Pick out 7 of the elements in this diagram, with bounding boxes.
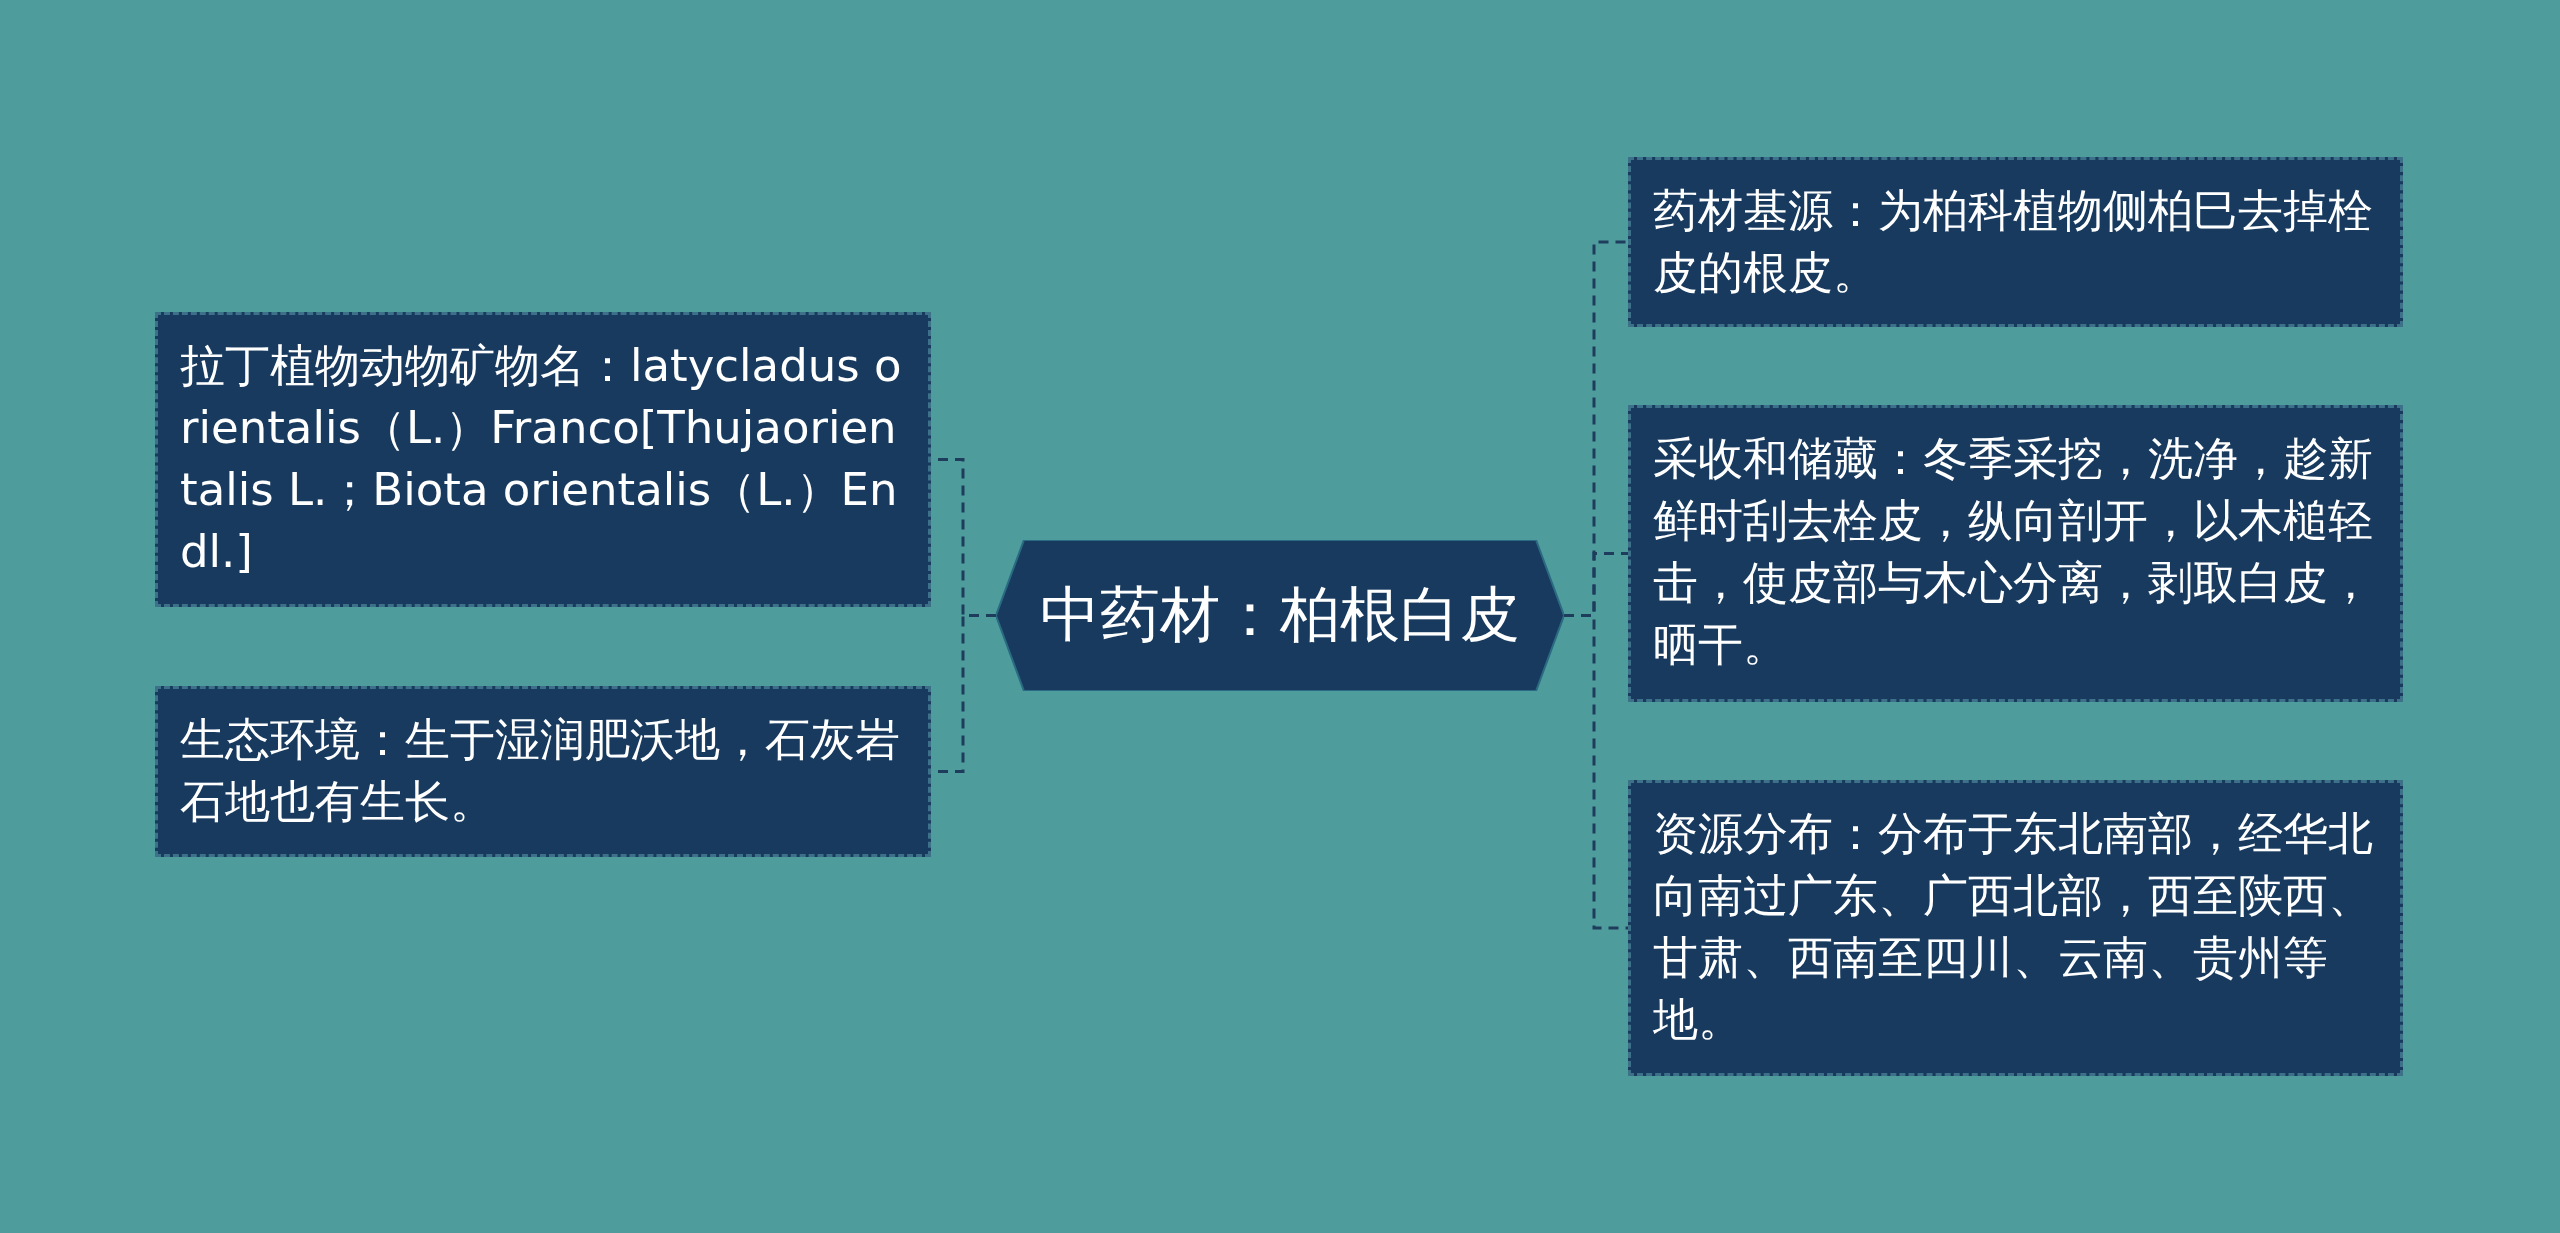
topic-box: 药材基源：为柏科植物侧柏巳去掉栓皮的根皮。 — [1628, 157, 2403, 327]
connector-line — [1564, 614, 1628, 930]
topic-box: 资源分布：分布于东北南部，经华北向南过广东、广西北部，西至陕西、甘肃、西南至四川、云南、贵州等地。 — [1628, 780, 2403, 1076]
topic-box: 生态环境：生于湿润肥沃地，石灰岩石地也有生长。 — [155, 686, 931, 857]
topic-box: 拉丁植物动物矿物名：latycladus orientalis（L.）Franco[Thujaorientalis L.；Biota orientalis（L.）Endl.] — [155, 312, 931, 607]
topic-box: 采收和储藏：冬季采挖，洗净，趁新鲜时刮去栓皮，纵向剖开，以木槌轻击，使皮部与木心分离，剥取白皮，晒干。 — [1628, 405, 2403, 702]
central-topic: 中药材：柏根白皮 — [996, 540, 1564, 691]
